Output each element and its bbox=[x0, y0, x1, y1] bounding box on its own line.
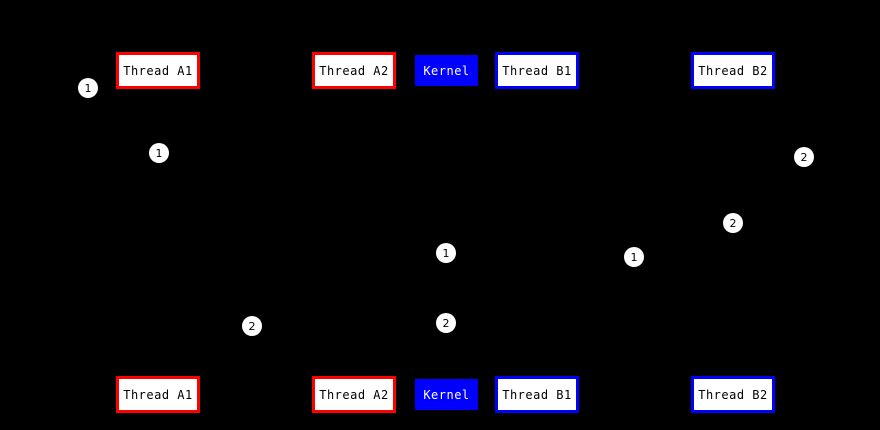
participant-thread-b1-top[interactable]: Thread B1 bbox=[495, 52, 579, 89]
participant-label: Thread A1 bbox=[123, 387, 193, 402]
participant-thread-b2-top[interactable]: Thread B2 bbox=[691, 52, 775, 89]
participant-kernel-top[interactable]: Kernel bbox=[415, 55, 478, 86]
participant-thread-b1-bottom[interactable]: Thread B1 bbox=[495, 376, 579, 413]
lifeline-thread-a1 bbox=[158, 89, 159, 376]
lifeline-kernel bbox=[446, 86, 447, 376]
participant-label: Kernel bbox=[423, 63, 470, 78]
participant-thread-a2-bottom[interactable]: Thread A2 bbox=[312, 376, 396, 413]
message-badge: 2 bbox=[436, 313, 456, 333]
message-badge: 2 bbox=[794, 147, 814, 167]
participant-label: Thread B2 bbox=[698, 63, 768, 78]
lifeline-thread-a2 bbox=[354, 89, 355, 376]
participant-thread-a2-top[interactable]: Thread A2 bbox=[312, 52, 396, 89]
lifeline-thread-b1 bbox=[537, 89, 538, 376]
participant-thread-a1-top[interactable]: Thread A1 bbox=[116, 52, 200, 89]
participant-label: Thread A2 bbox=[319, 387, 389, 402]
message-badge: 2 bbox=[242, 316, 262, 336]
message-badge: 1 bbox=[436, 243, 456, 263]
message-line-2 bbox=[158, 155, 198, 156]
participant-label: Thread B1 bbox=[502, 387, 572, 402]
message-line-1 bbox=[40, 89, 160, 90]
message-line-6 bbox=[537, 258, 657, 259]
message-badge-number: 2 bbox=[800, 150, 808, 164]
message-line-3 bbox=[733, 158, 843, 159]
participant-label: Thread B1 bbox=[502, 63, 572, 78]
participant-label: Kernel bbox=[423, 387, 470, 402]
message-line-5 bbox=[354, 254, 446, 255]
message-badge-number: 1 bbox=[630, 250, 638, 264]
message-badge-number: 1 bbox=[155, 146, 163, 160]
message-line-4 bbox=[693, 224, 733, 225]
message-badge-number: 1 bbox=[84, 81, 92, 95]
message-badge: 2 bbox=[723, 213, 743, 233]
participant-thread-b2-bottom[interactable]: Thread B2 bbox=[691, 376, 775, 413]
message-badge-number: 2 bbox=[442, 316, 450, 330]
participant-label: Thread A2 bbox=[319, 63, 389, 78]
message-badge-number: 2 bbox=[248, 319, 256, 333]
participant-label: Thread A1 bbox=[123, 63, 193, 78]
message-badge: 1 bbox=[624, 247, 644, 267]
participant-label: Thread B2 bbox=[698, 387, 768, 402]
message-badge-number: 1 bbox=[442, 246, 450, 260]
message-badge-number: 2 bbox=[729, 216, 737, 230]
message-badge: 1 bbox=[78, 78, 98, 98]
message-line-8 bbox=[406, 324, 446, 325]
message-badge: 1 bbox=[149, 143, 169, 163]
participant-kernel-bottom[interactable]: Kernel bbox=[415, 379, 478, 410]
participant-thread-a1-bottom[interactable]: Thread A1 bbox=[116, 376, 200, 413]
